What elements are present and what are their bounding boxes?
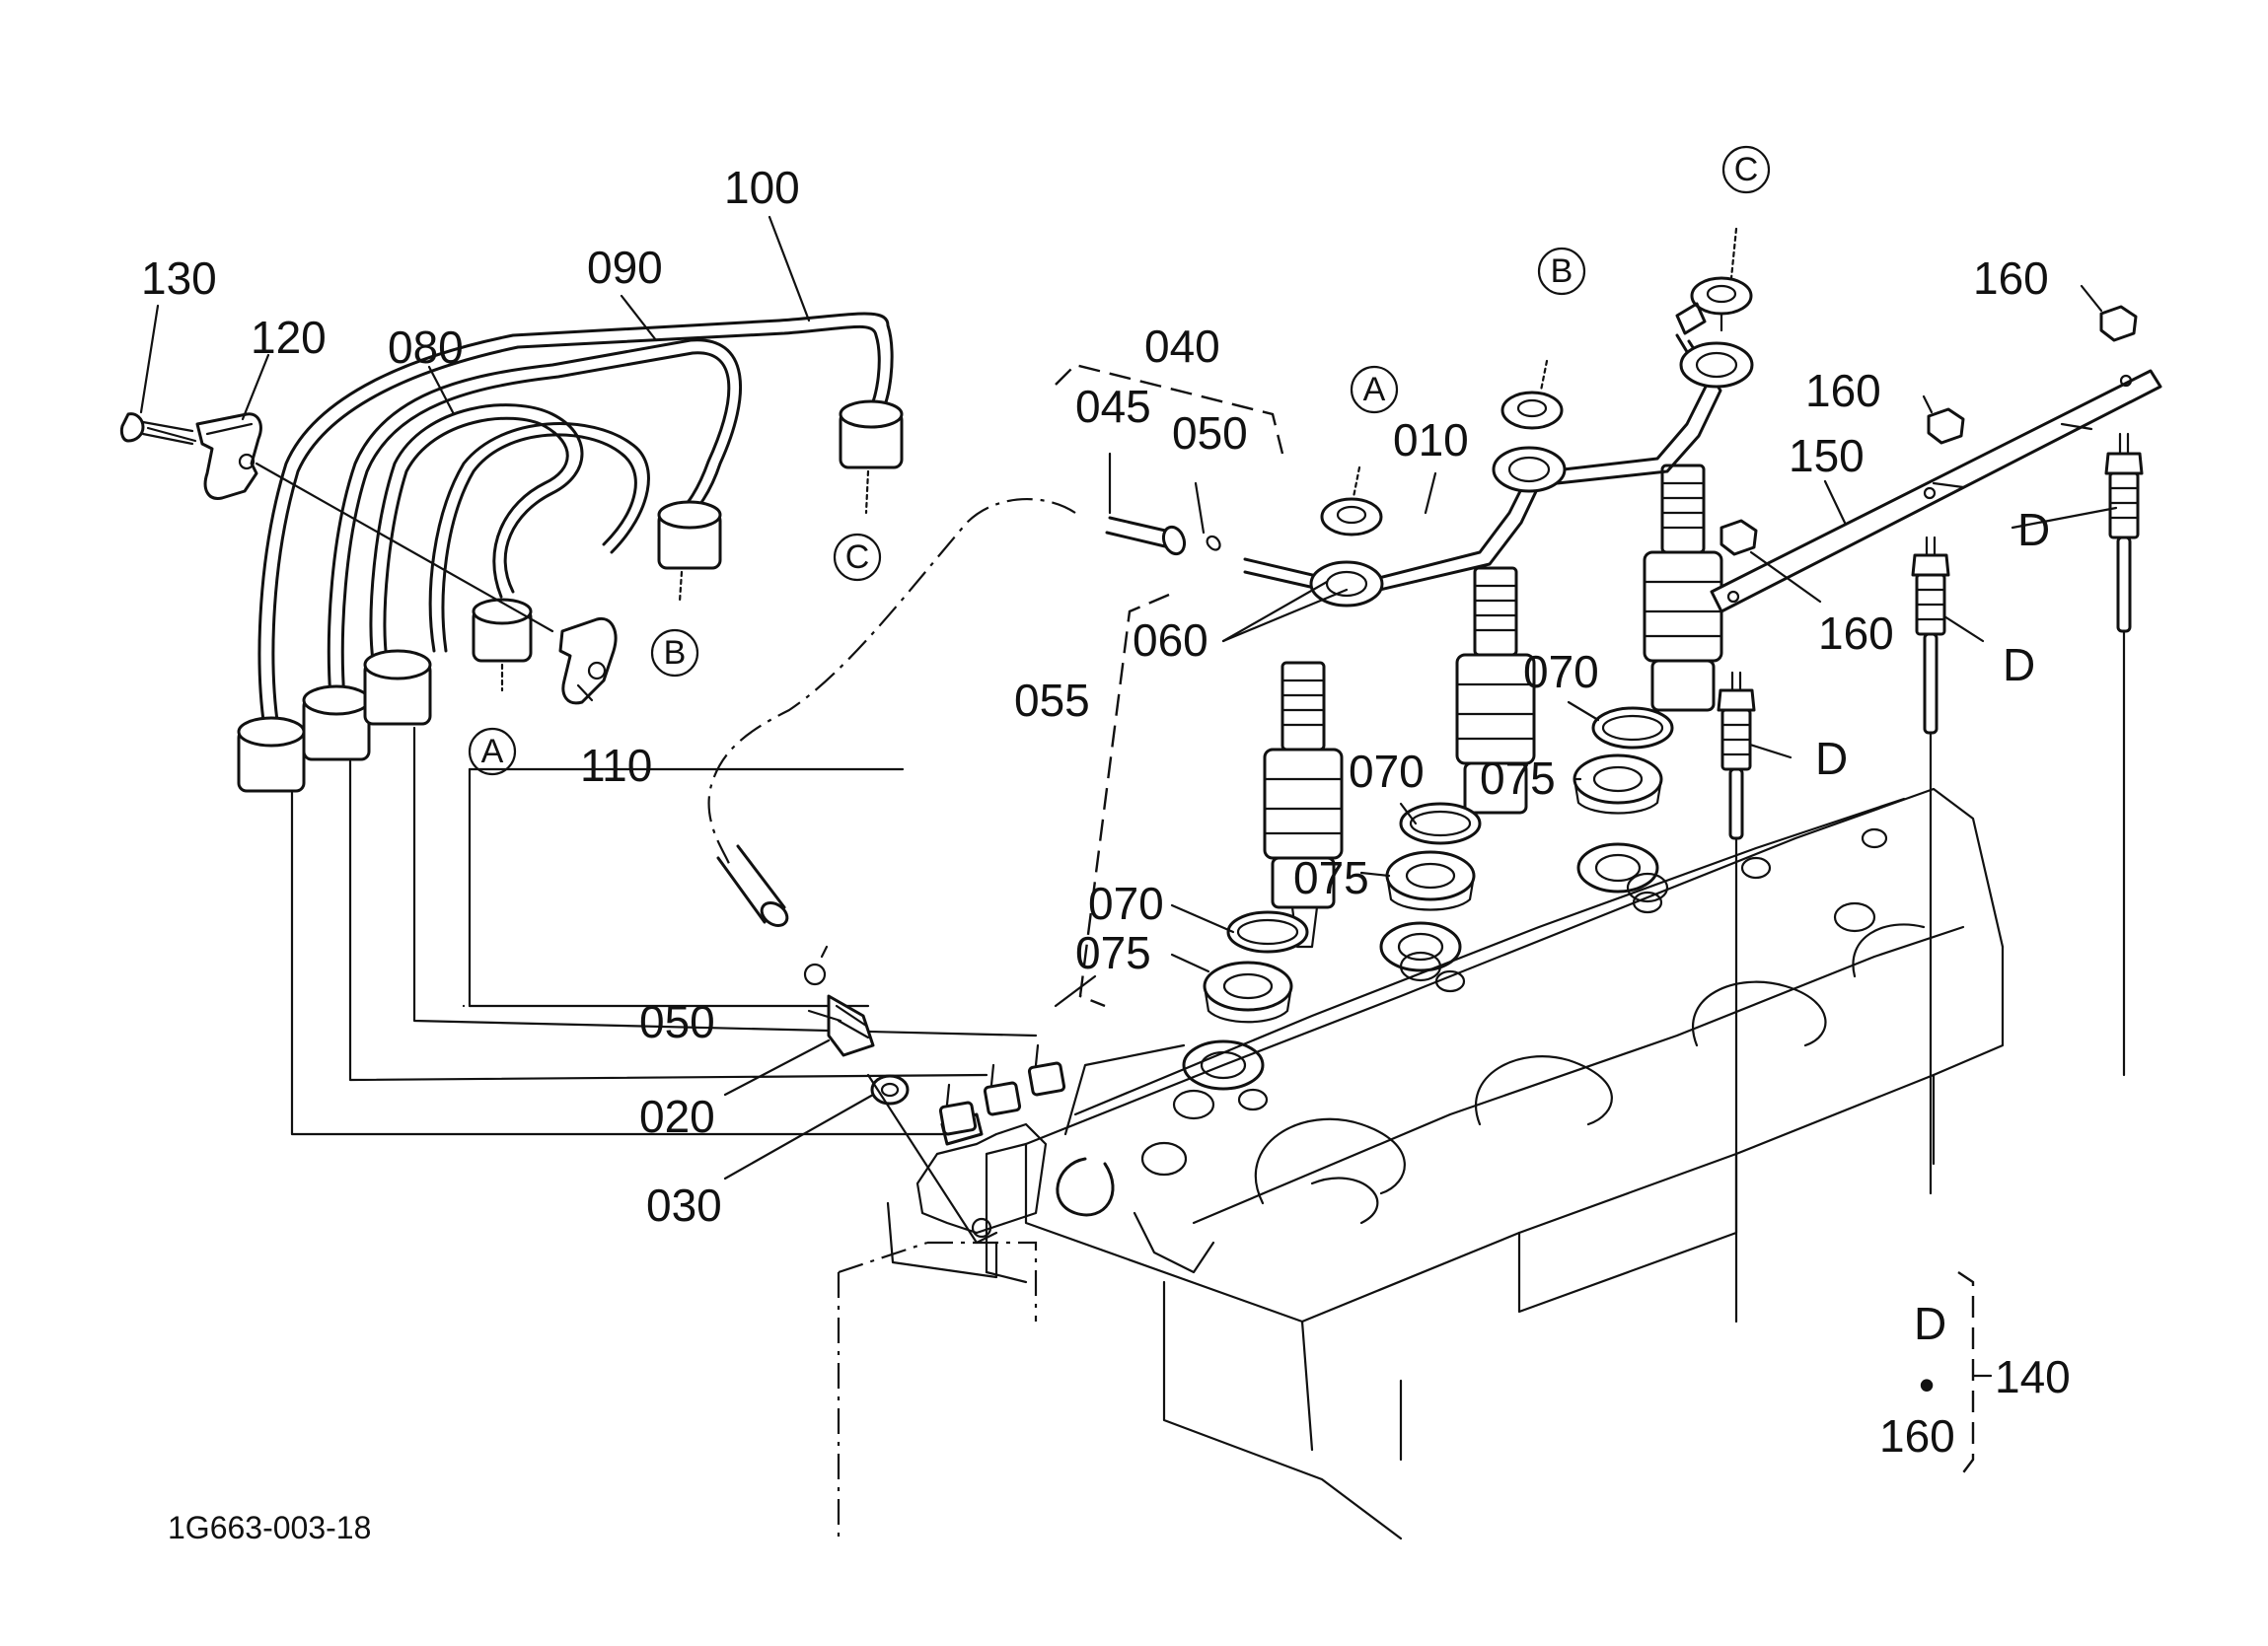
marker-c-upper-text: C [1734,151,1759,188]
label-160-top: 160 [1973,252,2049,304]
cylinder-head [837,787,2005,1540]
marker-a-upper: A [1350,365,1399,414]
pipe-clamp [119,412,618,705]
label-090: 090 [587,242,663,293]
pipe-nut-c [839,399,904,469]
label-130: 130 [141,252,217,304]
nozzle-holder-2 [1455,566,1536,815]
label-110: 110 [580,740,652,791]
label-140: 140 [1995,1351,2071,1402]
overflow-pipe [1309,227,1754,608]
label-kit-d: D [1914,1298,1946,1349]
label-055: 055 [1014,675,1090,726]
label-plug-d-3: D [1815,733,1848,784]
marker-a-lower: A [468,727,517,776]
label-045: 045 [1075,381,1151,432]
injection-pump [886,1043,1066,1279]
label-075-b: 075 [1293,852,1369,903]
marker-b-upper: B [1537,247,1586,296]
pipe-nut-a [472,598,533,663]
label-070-c: 070 [1523,646,1599,697]
label-plug-d-2: D [2003,639,2035,690]
label-070-a: 070 [1088,878,1164,929]
label-080: 080 [388,322,464,373]
label-030: 030 [646,1180,722,1231]
label-050-upper: 050 [1172,407,1248,459]
injection-pipes [237,312,1038,1136]
overflow-fitting [827,994,998,1245]
pipe-nut-3 [363,649,432,726]
marker-c-lower: C [833,533,882,582]
label-160-kit: 160 [1879,1410,1955,1462]
marker-a-lower-text: A [481,733,504,770]
pipe-nut-b [657,500,722,570]
label-060: 060 [1133,614,1208,666]
label-160-lower: 160 [1818,608,1894,659]
glow-plugs [1710,305,2162,1324]
label-040: 040 [1144,321,1220,372]
marker-b-lower-text: B [664,634,687,672]
label-100: 100 [724,162,800,213]
marker-c-lower-text: C [845,538,870,576]
leader-lines [139,215,2118,1480]
label-075-c: 075 [1480,752,1556,804]
marker-a-upper-text: A [1363,371,1386,408]
leak-off-pipe [707,498,1344,986]
label-070-b: 070 [1349,746,1425,797]
washers [1203,706,1674,1024]
label-160-mid: 160 [1805,365,1881,416]
label-120: 120 [251,312,327,363]
marker-b-lower: B [650,628,699,678]
label-020: 020 [639,1091,715,1142]
figure-code: 1G663-003-18 [168,1510,371,1545]
nozzle-holder-1 [1263,661,1344,949]
nozzle-holder-3 [1643,464,1723,712]
label-plug-d-1: D [2017,504,2050,555]
pipe-nut-1 [237,716,306,793]
label-150: 150 [1789,430,1865,481]
pipe-nut-2 [302,684,371,761]
label-010: 010 [1393,414,1469,465]
marker-b-upper-text: B [1551,252,1573,290]
part-labels: 130 120 080 090 100 110 040 045 050 010 … [141,162,2071,1545]
label-075-a: 075 [1075,927,1151,978]
label-kit-dot: • [1919,1359,1935,1410]
marker-c-upper: C [1721,145,1771,194]
label-050-lower: 050 [639,996,715,1047]
